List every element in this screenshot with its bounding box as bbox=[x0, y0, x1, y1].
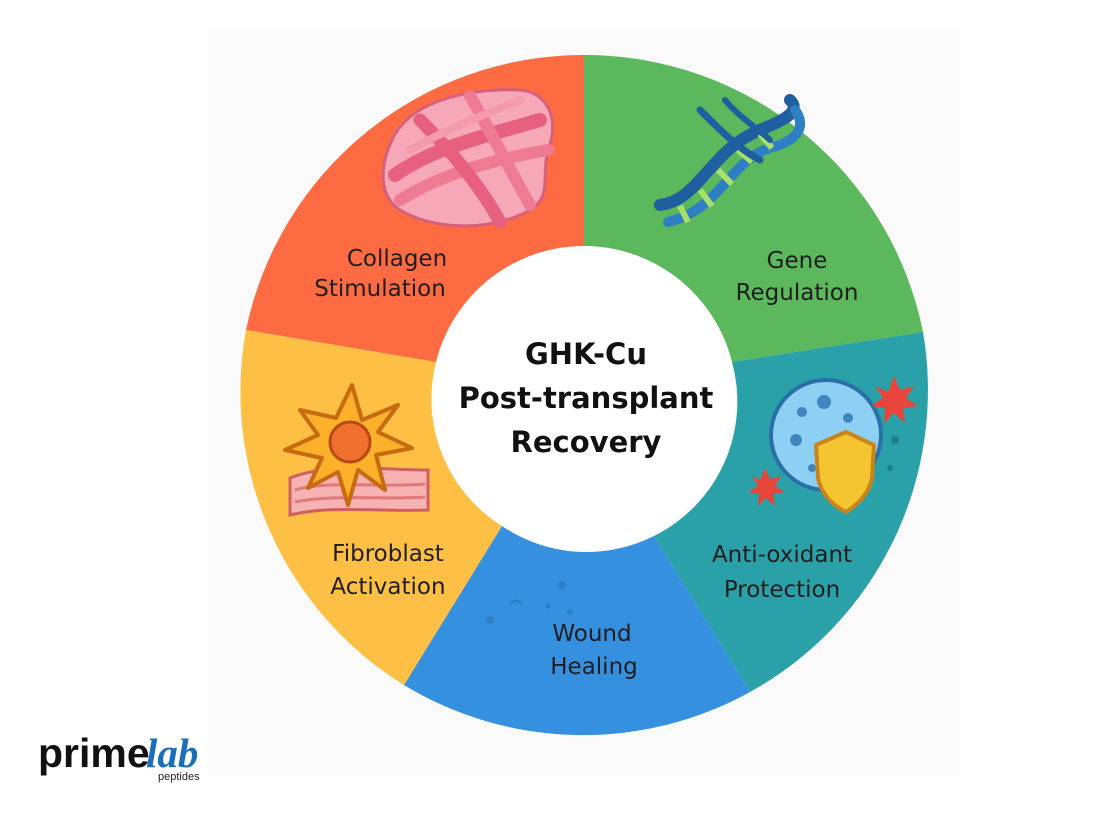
center-title-line3: Recovery bbox=[511, 425, 662, 459]
label-collagen-line2: Stimulation bbox=[314, 276, 446, 302]
label-gene-line1: Gene bbox=[767, 248, 828, 274]
droplets-icon bbox=[486, 581, 573, 624]
center-title-line1: GHK-Cu bbox=[525, 337, 647, 371]
fibroblast-cell-icon bbox=[283, 383, 430, 517]
shielded-cell-icon bbox=[748, 376, 918, 515]
label-antioxidant-line1: Anti-oxidant bbox=[712, 542, 852, 568]
segment-gene bbox=[584, 54, 923, 362]
label-fibroblast-line1: Fibroblast bbox=[332, 541, 444, 567]
label-fibroblast-line2: Activation bbox=[330, 574, 445, 600]
label-antioxidant-line2: Protection bbox=[724, 577, 840, 603]
label-wound-line2: Healing bbox=[550, 654, 638, 680]
collagen-fiber-icon bbox=[381, 88, 555, 229]
label-collagen-line1: Collagen bbox=[347, 246, 447, 272]
logo-lab-text: lab bbox=[146, 730, 198, 776]
label-wound-line1: Wound bbox=[552, 621, 631, 647]
label-gene-line2: Regulation bbox=[736, 280, 859, 306]
center-circle bbox=[432, 246, 736, 550]
primelab-logo: prime lab peptides bbox=[38, 730, 200, 783]
segment-wound bbox=[404, 526, 750, 736]
logo-sub-text: peptides bbox=[158, 771, 200, 783]
logo-prime-text: prime bbox=[38, 730, 150, 776]
dna-helix-icon bbox=[654, 94, 806, 227]
center-title-line2: Post-transplant bbox=[459, 381, 714, 415]
